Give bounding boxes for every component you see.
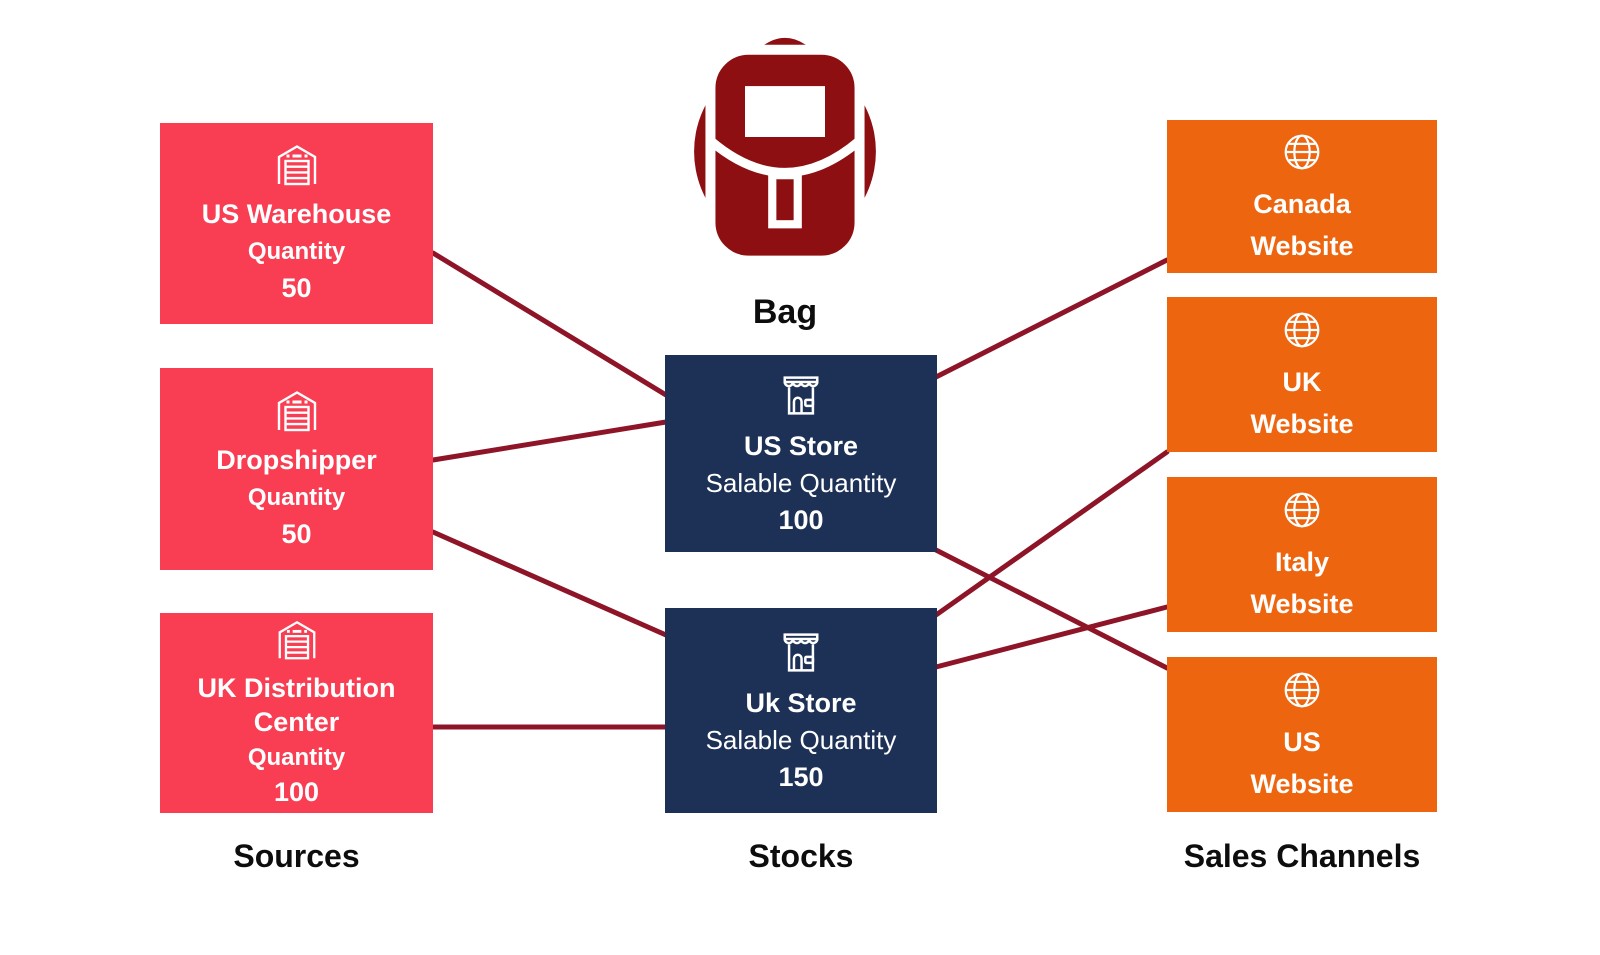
channel-node-canada-website: Canada Website (1167, 120, 1437, 273)
source-node-uk-distribution-center: UK Distribution Center Quantity 100 (160, 613, 433, 813)
channel-type: Website (1250, 408, 1354, 439)
store-icon (775, 369, 827, 421)
warehouse-icon (274, 617, 320, 663)
warehouse-icon (273, 141, 321, 189)
column-label-stocks: Stocks (748, 838, 854, 874)
connection-us-warehouse-to-us-store (430, 250, 669, 398)
channel-name: UK (1282, 366, 1322, 397)
source-title: US Warehouse (201, 199, 392, 229)
stock-node-us-store: US Store Salable Quantity 100 (665, 355, 937, 552)
product-name: Bag (752, 293, 818, 331)
store-icon (775, 626, 827, 678)
stock-title: Uk Store (745, 688, 857, 718)
channel-node-uk-website: UK Website (1167, 297, 1437, 452)
connection-us-store-to-canada-website (933, 257, 1170, 380)
channel-type: Website (1250, 768, 1354, 799)
globe-icon (1279, 667, 1325, 713)
channel-node-italy-website: Italy Website (1167, 477, 1437, 632)
warehouse-icon (273, 387, 321, 435)
channel-type: Website (1250, 588, 1354, 619)
column-label-sources: Sources (233, 838, 360, 874)
source-qty-label: Quantity (247, 238, 346, 265)
channel-node-us-website: US Website (1167, 657, 1437, 812)
source-qty-value: 50 (281, 273, 312, 303)
channel-type: Website (1250, 230, 1354, 261)
source-title: UK Distribution Center (197, 673, 396, 737)
globe-icon (1279, 487, 1325, 533)
stock-qty-label: Salable Quantity (705, 725, 897, 755)
source-qty-label: Quantity (247, 483, 346, 511)
source-qty-label: Quantity (247, 744, 346, 771)
stock-qty-value: 150 (778, 762, 824, 792)
source-node-us-warehouse: US Warehouse Quantity 50 (160, 123, 433, 324)
column-label-sales-channels: Sales Channels (1183, 838, 1421, 874)
product-bag: Bag (685, 12, 885, 332)
source-qty-value: 100 (273, 777, 320, 807)
stock-node-uk-store: Uk Store Salable Quantity 150 (665, 608, 937, 813)
source-title: Dropshipper (216, 444, 377, 475)
source-node-dropshipper: Dropshipper Quantity 50 (160, 368, 433, 570)
source-qty-value: 50 (281, 518, 312, 549)
connection-dropshipper-to-us-store (430, 419, 669, 463)
stock-qty-label: Salable Quantity (705, 468, 897, 498)
globe-icon (1279, 129, 1325, 175)
channel-name: Canada (1253, 188, 1351, 219)
connection-uk-store-to-uk-website (933, 449, 1170, 618)
channel-name: Italy (1274, 546, 1330, 577)
connection-dropshipper-to-uk-store (430, 529, 669, 638)
stock-title: US Store (743, 431, 859, 461)
globe-icon (1279, 307, 1325, 353)
connection-uk-store-to-italy-website (933, 604, 1170, 670)
backpack-icon (685, 38, 885, 286)
channel-name: US (1283, 726, 1321, 757)
connection-us-store-to-us-website (933, 547, 1170, 671)
stock-qty-value: 100 (778, 505, 824, 535)
